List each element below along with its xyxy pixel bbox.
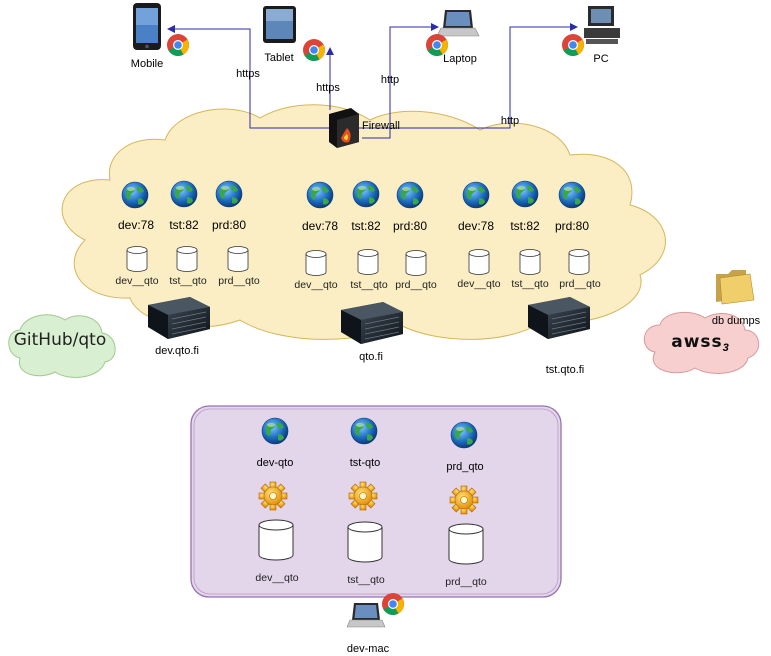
database-icon <box>347 521 383 563</box>
database-icon <box>448 523 484 565</box>
db-label: prd__qto <box>445 576 487 588</box>
edge-label-tablet: https <box>316 82 340 94</box>
chrome-icon <box>382 593 404 615</box>
env-label: tst:82 <box>169 218 199 232</box>
aws-cloud <box>643 311 759 374</box>
folder-icon <box>716 270 755 305</box>
edge-pc <box>345 23 578 129</box>
db-label: dev__qto <box>457 278 501 290</box>
aws-label-sub: 3 <box>722 342 729 355</box>
devmac-globe-icon <box>450 421 478 449</box>
database-icon <box>227 246 249 272</box>
edge-laptop <box>362 23 439 139</box>
devmac-env-label: dev-qto <box>256 457 294 469</box>
db-label: tst__qto <box>347 574 385 586</box>
server-hardware-icon <box>527 296 591 340</box>
db-label: dev__qto <box>294 279 338 291</box>
database-icon <box>357 249 379 275</box>
mobile-label: Mobile <box>130 58 164 70</box>
database-icon <box>126 246 148 272</box>
edge-label-pc: http <box>500 115 520 127</box>
chrome-icon <box>303 39 325 61</box>
server-globe-icon <box>558 181 586 209</box>
aws-label-group: awss3 <box>671 332 729 354</box>
env-label: tst:82 <box>510 219 540 233</box>
edge-label-mobile: https <box>236 68 260 80</box>
devmac-env-label: prd_qto <box>446 461 484 473</box>
server-hardware-icon <box>147 296 211 340</box>
chrome-icon <box>562 34 584 56</box>
server-globe-icon <box>511 180 539 208</box>
database-icon <box>519 249 541 275</box>
devmac-globe-icon <box>350 417 378 445</box>
db-label: prd__qto <box>218 275 260 287</box>
laptop-icon <box>346 603 386 628</box>
db-label: tst__qto <box>350 279 388 291</box>
env-label: prd:80 <box>211 218 247 232</box>
laptop-icon <box>436 10 480 37</box>
laptop-label: Laptop <box>443 53 477 65</box>
database-icon <box>568 249 590 275</box>
devmac-label: dev-mac <box>346 643 390 655</box>
tablet-icon <box>263 6 296 43</box>
db-label: prd__qto <box>559 278 601 290</box>
pc-icon <box>584 6 620 44</box>
aws-folder-label: db dumps <box>711 315 761 327</box>
db-label: dev__qto <box>255 572 299 584</box>
server-host-label: dev.qto.fi <box>155 345 199 357</box>
server-globe-icon <box>396 181 424 209</box>
github-cloud <box>8 314 116 378</box>
pc-label: PC <box>593 53 609 65</box>
database-icon <box>305 250 327 276</box>
server-host-label: qto.fi <box>359 351 383 363</box>
server-globe-icon <box>215 180 243 208</box>
server-globe-icon <box>462 181 490 209</box>
tablet-label: Tablet <box>264 52 294 64</box>
devmac-env-label: tst-qto <box>349 457 381 469</box>
env-label: dev:78 <box>457 219 495 233</box>
devmac-globe-icon <box>261 417 289 445</box>
mobile-icon <box>133 3 161 50</box>
gear-icon <box>348 481 378 511</box>
gear-icon <box>258 481 288 511</box>
database-icon <box>258 519 294 561</box>
env-label: dev:78 <box>117 218 155 232</box>
server-globe-icon <box>352 180 380 208</box>
env-label: prd:80 <box>392 219 428 233</box>
db-label: prd__qto <box>395 279 437 291</box>
database-icon <box>176 246 198 272</box>
main-cloud <box>61 104 666 340</box>
database-icon <box>468 249 490 275</box>
env-label: prd:80 <box>554 219 590 233</box>
database-icon <box>405 250 427 276</box>
db-label: tst__qto <box>511 278 549 290</box>
server-globe-icon <box>170 180 198 208</box>
github-label: GitHub/qto <box>13 330 107 350</box>
firewall-icon <box>329 108 359 148</box>
server-globe-icon <box>121 181 149 209</box>
edge-label-laptop: http <box>380 74 400 86</box>
env-label: tst:82 <box>351 219 381 233</box>
firewall-label: Firewall <box>362 120 400 132</box>
db-label: dev__qto <box>115 275 159 287</box>
db-label: tst__qto <box>169 275 207 287</box>
env-label: dev:78 <box>301 219 339 233</box>
chrome-icon <box>167 34 189 56</box>
server-host-label: tst.qto.fi <box>545 364 585 376</box>
aws-label: awss <box>671 332 723 352</box>
edge-mobile <box>167 25 340 129</box>
server-globe-icon <box>306 181 334 209</box>
gear-icon <box>449 485 479 515</box>
